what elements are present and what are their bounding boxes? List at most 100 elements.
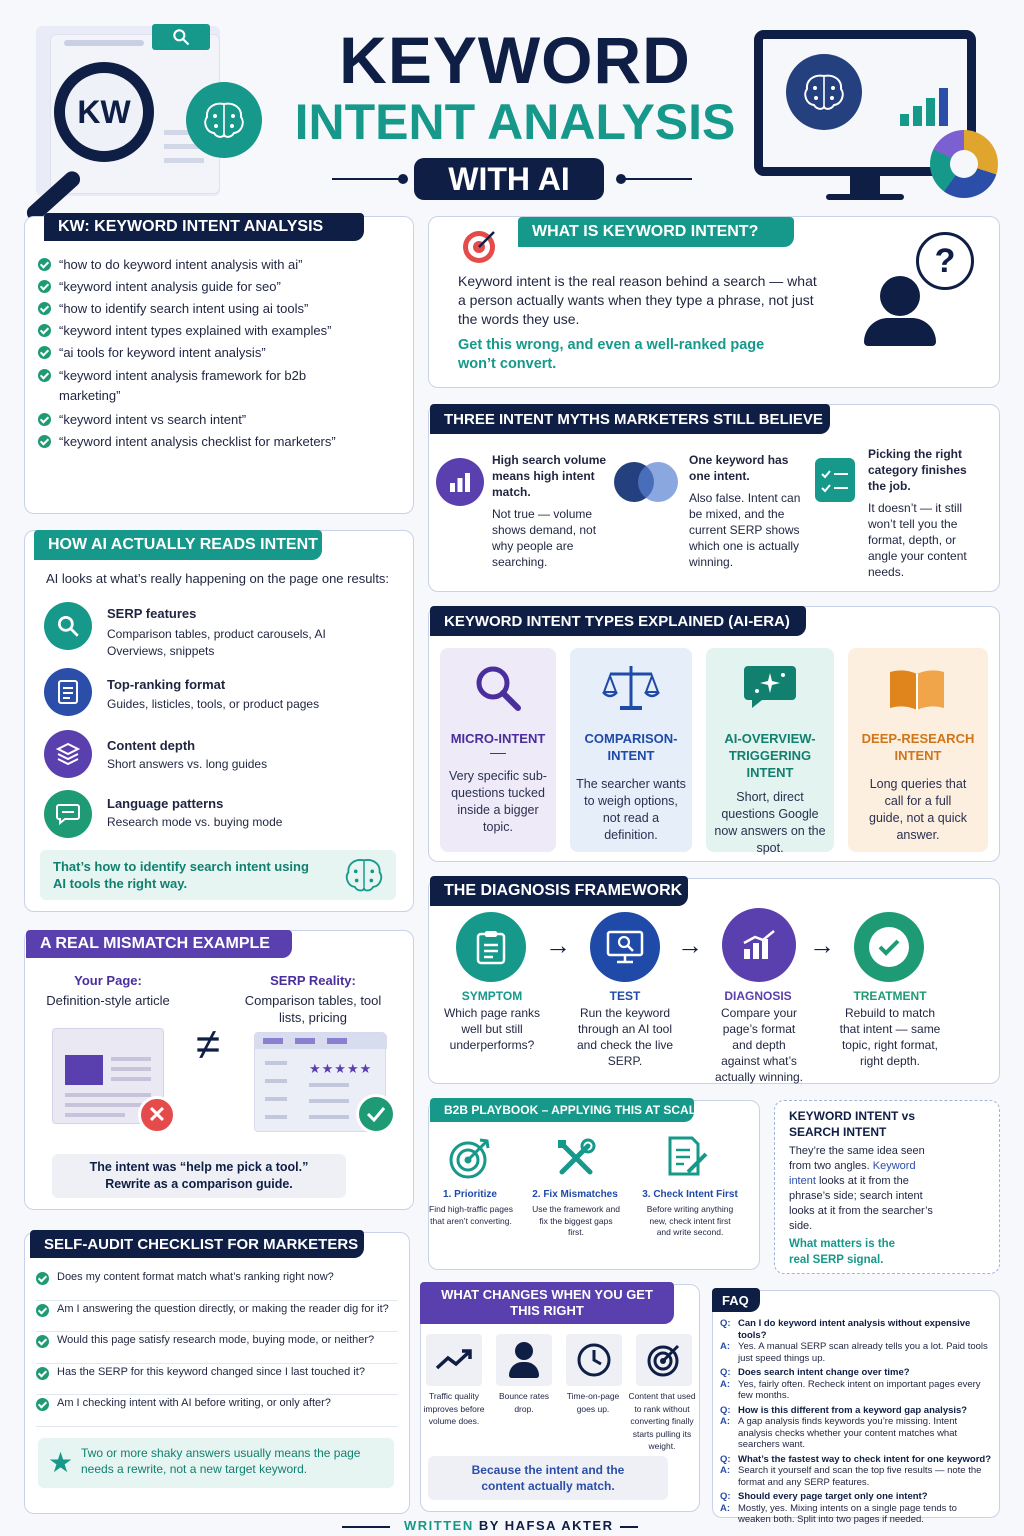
step-title: SYMPTOM (461, 989, 523, 1003)
trend-up-icon (426, 1334, 482, 1386)
vs-section (774, 1100, 1000, 1274)
faq-answer: Yes, fairly often. Recheck intent on imp… (738, 1378, 981, 1402)
brain-icon (342, 853, 386, 902)
checklist-item[interactable]: Am I checking intent with AI before writ… (36, 1396, 398, 1427)
ai-item-title: Content depth (107, 738, 196, 753)
hero-left-illustration: KW (14, 20, 274, 225)
layers-icon (44, 730, 92, 778)
vs-body: They’re the same idea seen from two angl… (789, 1145, 933, 1232)
clipboard-icon (456, 912, 526, 982)
myths-section (428, 404, 1000, 592)
checklist-footer: ★ Two or more shaky answers usually mean… (38, 1438, 394, 1488)
ai-item-title: Top-ranking format (107, 677, 226, 692)
vs-footer: What matters is the real SERP signal. (789, 1238, 896, 1266)
scales-icon (600, 662, 662, 719)
hero-right-illustration (752, 28, 1012, 208)
growth-chart-icon (722, 908, 796, 982)
book-icon (886, 666, 948, 719)
b2b-header: B2B PLAYBOOK – APPLYING THIS AT SCALE (430, 1098, 704, 1122)
type-card-ai-overview: AI-OVERVIEW-TRIGGERING INTENT Short, dir… (706, 648, 834, 855)
changes-footer: Because the intent and the content actua… (428, 1456, 668, 1500)
b2b-item-desc: Before writing anything new, check inten… (646, 1204, 734, 1237)
kw-badge: KW (77, 93, 131, 130)
mismatch-note: The intent was “help me pick a tool.” Re… (52, 1154, 346, 1198)
what-is-highlight: Get this wrong, and even a well-ranked p… (458, 337, 765, 372)
type-desc: The searcher wants to weigh options, not… (576, 777, 686, 842)
overlap-circles-icon (614, 462, 678, 502)
bar-chart-icon (436, 458, 484, 506)
faq-question: Can I do keyword intent analysis without… (738, 1318, 971, 1341)
check-icon (38, 258, 51, 271)
type-desc: Long queries that call for a full guide,… (869, 777, 967, 842)
checklist-item[interactable]: Am I answering the question directly, or… (36, 1302, 398, 1332)
sparkle-chat-icon (740, 660, 800, 719)
ai-item-desc: Research mode vs. buying mode (107, 815, 283, 829)
step-arrow: → (677, 930, 703, 960)
faq-item[interactable]: Q:Can I do keyword intent analysis witho… (720, 1318, 992, 1364)
your-page-label: Your Page: (74, 973, 142, 988)
brain-icon (186, 82, 262, 158)
check-circle-icon (854, 912, 924, 982)
faq-item[interactable]: Q:Does search intent change over time? A… (720, 1367, 992, 1402)
check-icon (36, 1303, 49, 1317)
step-arrow: → (545, 930, 571, 960)
search-icon (44, 602, 92, 650)
type-title: MICRO-INTENT (450, 731, 546, 746)
person-question-icon: ? (860, 232, 1000, 352)
type-title: DEEP-RESEARCH INTENT (861, 731, 975, 763)
how-ai-header: HOW AI ACTUALLY READS INTENT (34, 530, 322, 560)
types-header: KEYWORD INTENT TYPES EXPLAINED (AI-ERA) (430, 606, 806, 636)
document-edit-icon (666, 1134, 710, 1185)
checklist-item[interactable]: Has the SERP for this keyword changed si… (36, 1365, 398, 1395)
change-desc: Bounce rates drop. (498, 1391, 550, 1414)
checklist-icon (815, 458, 855, 502)
b2b-item-title: 2. Fix Mismatches (532, 1189, 618, 1200)
myth-title: One keyword has one intent. (689, 453, 789, 483)
checklist-item[interactable]: Does my content format match what’s rank… (36, 1270, 398, 1301)
diagnosis-header: THE DIAGNOSIS FRAMEWORK (430, 876, 688, 906)
step-title: DIAGNOSIS (724, 989, 792, 1003)
list-item: “keyword intent analysis framework for b… (38, 366, 328, 406)
title-line3: WITH AI (448, 161, 570, 197)
checklist-header: SELF-AUDIT CHECKLIST FOR MARKETERS (30, 1230, 364, 1258)
step-desc: Run the keyword through an AI tool and c… (576, 1006, 674, 1068)
target-icon (636, 1334, 692, 1386)
check-icon (38, 280, 51, 293)
how-ai-section (24, 530, 414, 912)
serp-reality-desc: Comparison tables, tool lists, pricing (244, 993, 382, 1025)
list-item: “keyword intent types explained with exa… (38, 322, 398, 339)
faq-question: What’s the fastest way to check intent f… (738, 1453, 992, 1465)
check-icon (38, 346, 51, 359)
clock-icon (566, 1334, 622, 1386)
faq-question: How is this different from a keyword gap… (738, 1404, 968, 1416)
faq-item[interactable]: Q:Should every page target only one inte… (720, 1491, 992, 1526)
list-item: “ai tools for keyword intent analysis” (38, 344, 398, 361)
kw-section (24, 216, 414, 514)
list-item: “keyword intent vs search intent” (38, 411, 398, 428)
faq-item[interactable]: Q:What’s the fastest way to check intent… (720, 1453, 992, 1488)
what-is-body: Keyword intent is the real reason behind… (458, 273, 817, 327)
change-desc: Content that used to rank without conver… (628, 1391, 696, 1451)
changes-header: WHAT CHANGES WHEN YOU GET THIS RIGHT (420, 1282, 674, 1324)
list-item: “how to identify search intent using ai … (38, 300, 398, 317)
b2b-item-title: 1. Prioritize (443, 1189, 497, 1200)
user-icon (496, 1334, 552, 1386)
b2b-item-title: 3. Check Intent First (642, 1189, 738, 1200)
checklist-item[interactable]: Would this page satisfy research mode, b… (36, 1333, 398, 1364)
step-title: TREATMENT (853, 989, 927, 1003)
change-desc: Traffic quality improves before volume d… (423, 1391, 485, 1426)
monitor-search-icon (590, 912, 660, 982)
chat-icon (44, 790, 92, 838)
step-arrow: → (809, 930, 835, 960)
ai-item-desc: Short answers vs. long guides (107, 757, 268, 771)
check-icon (38, 369, 51, 382)
faq-item[interactable]: Q:How is this different from a keyword g… (720, 1405, 992, 1451)
search-icon (152, 24, 210, 50)
serp-reality-label: SERP Reality: (270, 973, 356, 988)
checklist-items: Does my content format match what’s rank… (36, 1270, 398, 1427)
type-title: AI-OVERVIEW-TRIGGERING INTENT (724, 731, 816, 780)
myth-desc: It doesn’t — it still won’t tell you the… (868, 501, 967, 579)
type-card-deep-research: DEEP-RESEARCH INTENT Long queries that c… (848, 648, 988, 852)
title-badge: WITH AI (414, 158, 604, 200)
faq-question: Does search intent change over time? (738, 1367, 910, 1378)
